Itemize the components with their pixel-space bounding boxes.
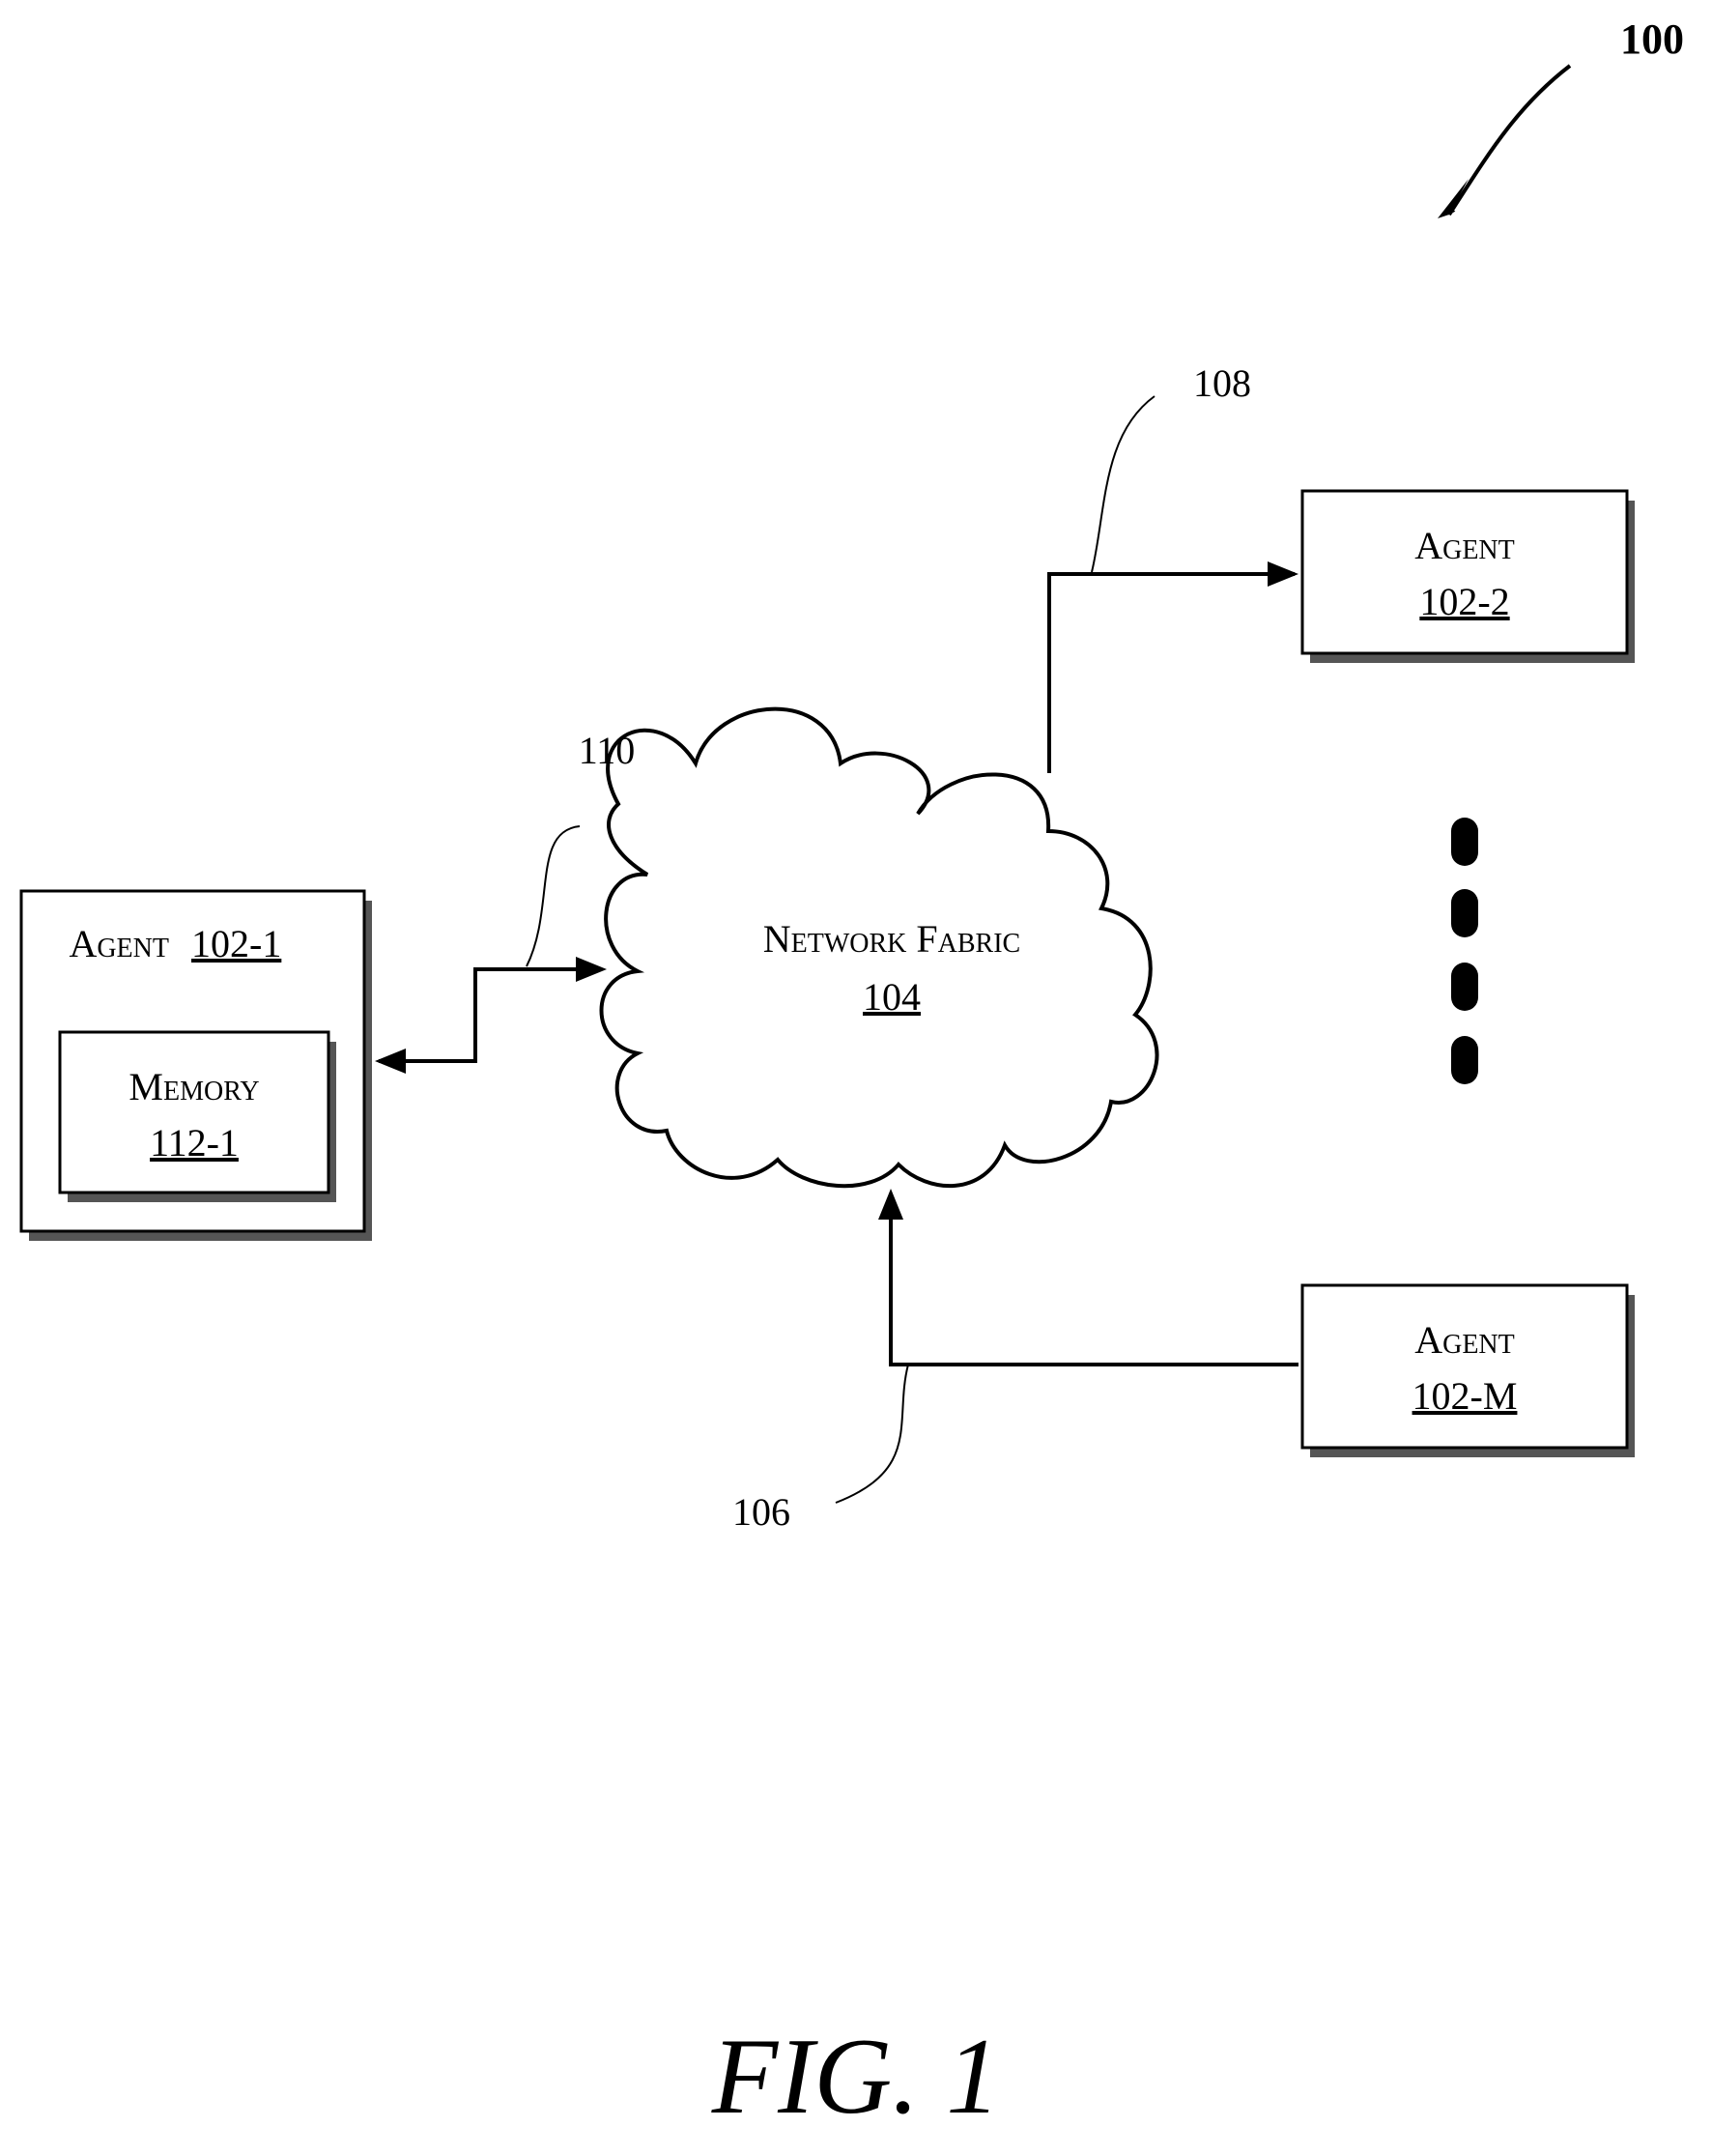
figure-caption: FIG. 1 <box>711 2017 1001 2137</box>
link-108-label: 108 <box>1193 361 1251 405</box>
figure-ref-label: 100 <box>1620 15 1684 63</box>
agent-102-2-label: Agent <box>1414 524 1515 567</box>
link-110: 110 <box>375 729 635 1074</box>
more-agents-ellipsis <box>1451 818 1478 1084</box>
agent-102-m-label: Agent <box>1414 1318 1515 1362</box>
agent-102-1-label: Agent <box>69 922 169 965</box>
link-106: 106 <box>732 1189 1298 1534</box>
agent-102-2-box: Agent 102-2 <box>1302 491 1635 663</box>
figure-ref-arrow <box>1449 66 1570 215</box>
agent-102-1-ref: 102-1 <box>191 922 281 965</box>
link-110-label: 110 <box>579 729 636 772</box>
memory-112-1-box: Memory 112-1 <box>60 1032 336 1202</box>
link-106-label: 106 <box>732 1490 790 1534</box>
figure-ref-arrowhead <box>1438 179 1469 218</box>
link-108: 108 <box>1049 361 1298 773</box>
memory-label: Memory <box>128 1065 259 1108</box>
memory-ref: 112-1 <box>150 1121 239 1164</box>
network-fabric-label: Network Fabric <box>763 917 1020 961</box>
agent-102-m-ref: 102-M <box>1412 1374 1518 1418</box>
network-fabric-cloud: Network Fabric 104 <box>602 709 1157 1187</box>
agent-102-m-box: Agent 102-M <box>1302 1285 1635 1457</box>
agent-102-2-ref: 102-2 <box>1419 580 1509 623</box>
network-fabric-ref: 104 <box>863 975 921 1019</box>
